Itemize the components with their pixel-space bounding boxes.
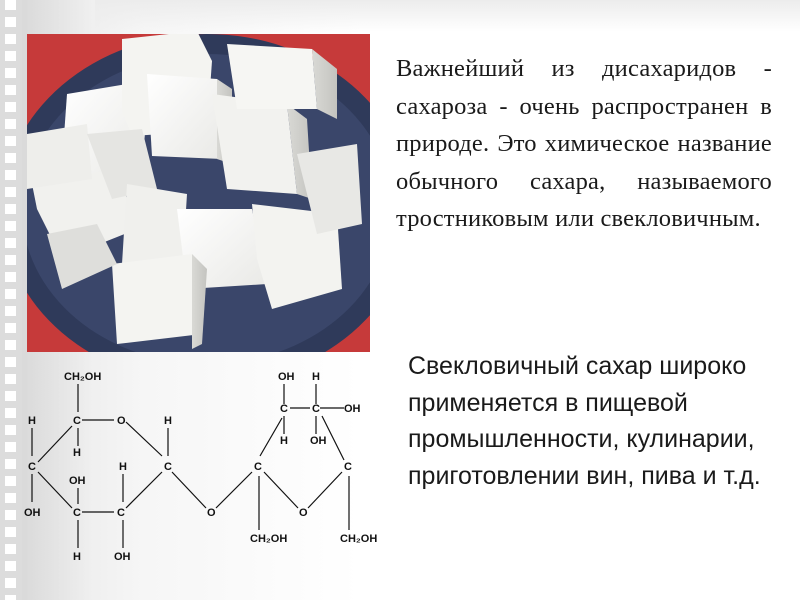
formula-label: C: [28, 461, 36, 473]
formula-label: C: [164, 461, 172, 473]
formula-label: OH: [69, 475, 86, 487]
formula-label: CH₂OH: [64, 371, 101, 383]
formula-label: H: [73, 447, 81, 459]
formula-label: OH: [278, 371, 295, 383]
top-band: [95, 0, 800, 32]
formula-label: O: [117, 415, 126, 427]
sucrose-structural-formula: CH₂OH H C O H C H OH H C OH C C H OH O C…: [24, 371, 377, 563]
formula-label: C: [117, 507, 125, 519]
filmstrip-border: [0, 0, 22, 600]
formula-label: C: [344, 461, 352, 473]
formula-label: C: [254, 461, 262, 473]
formula-label: H: [280, 435, 288, 447]
formula-label: H: [312, 371, 320, 383]
formula-label: O: [207, 507, 216, 519]
sugar-cubes-photo: [27, 34, 370, 352]
formula-label: OH: [24, 507, 41, 519]
formula-label: C: [312, 403, 320, 415]
formula-label: H: [73, 551, 81, 563]
formula-label: C: [280, 403, 288, 415]
formula-label: OH: [310, 435, 327, 447]
intro-paragraph: Важнейший из дисахаридов - сахароза - оч…: [396, 55, 772, 232]
formula-label: H: [28, 415, 36, 427]
formula-label: C: [73, 507, 81, 519]
formula-label: CH₂OH: [340, 533, 377, 545]
formula-label: H: [119, 461, 127, 473]
formula-label: O: [299, 507, 308, 519]
formula-label: H: [164, 415, 172, 427]
formula-label: C: [73, 415, 81, 427]
formula-label: CH₂OH: [250, 533, 287, 545]
usage-paragraph: Свекловичный сахар широко применяется в …: [408, 352, 761, 490]
formula-label: OH: [114, 551, 131, 563]
formula-label: OH: [344, 403, 361, 415]
